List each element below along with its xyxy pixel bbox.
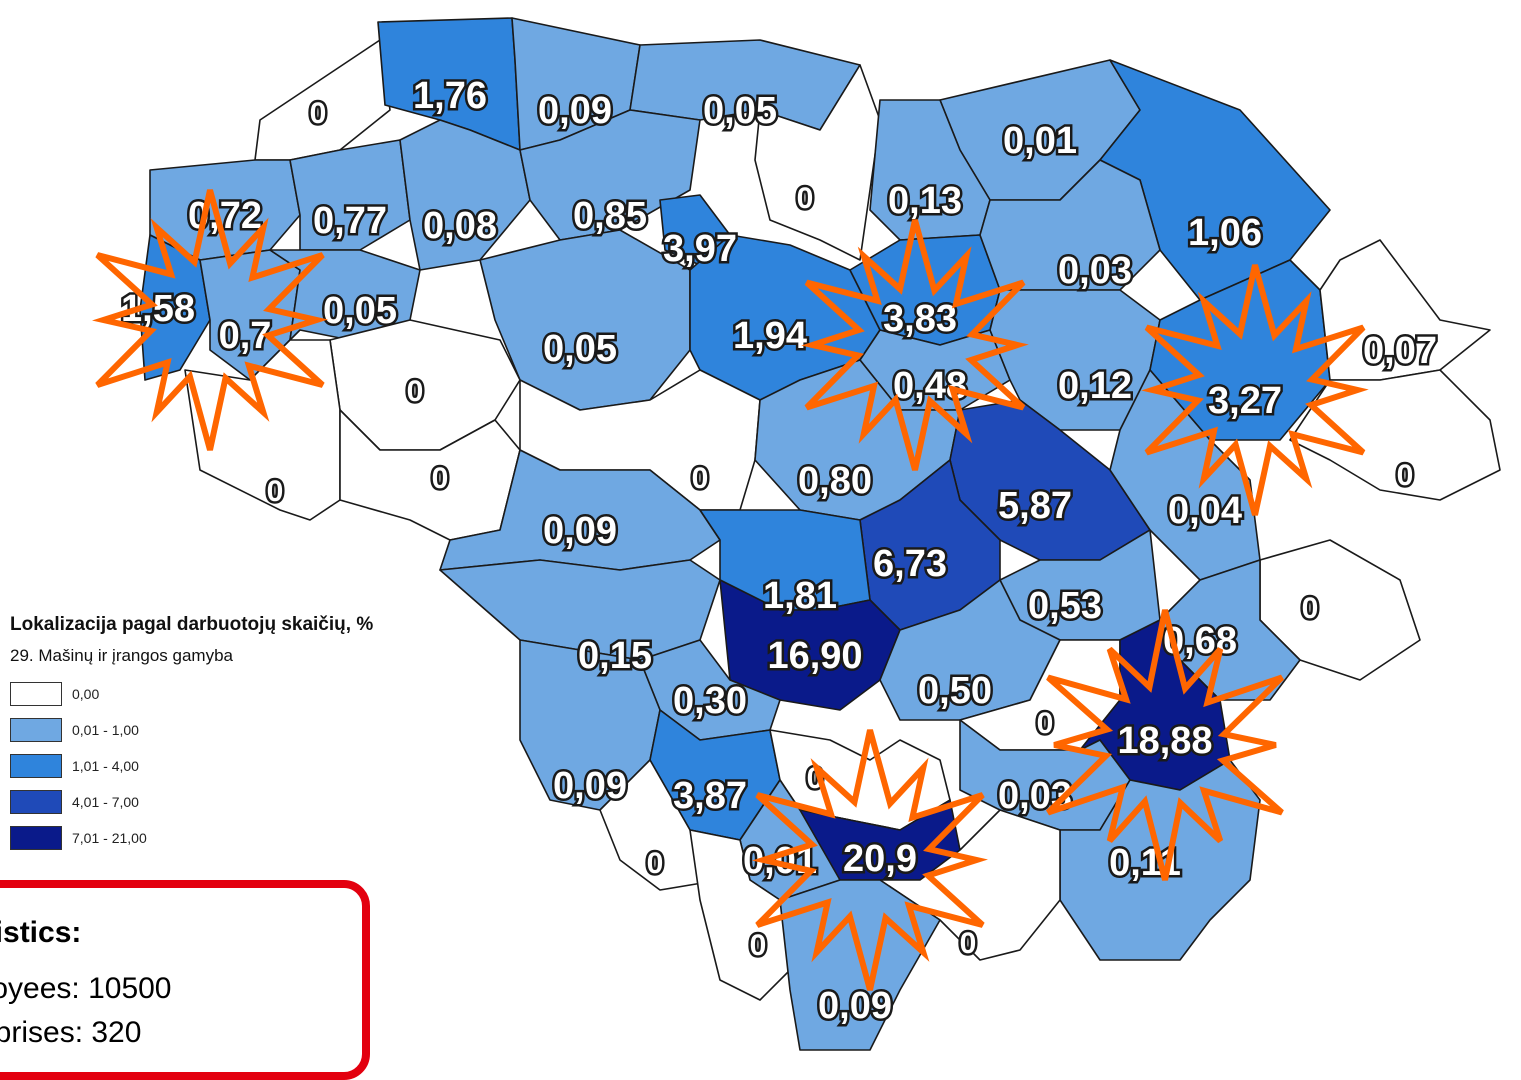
region-value-label: 0,77 [313,200,387,242]
region-value-label: 0 [750,929,767,962]
map-region-r10 [289,139,411,251]
region-value-label: 0 [310,97,327,130]
region-value-label: 3,97 [663,228,737,270]
region-value-label: 1,94 [733,315,807,357]
highlight-bursts [91,189,1369,991]
statistics-box: atistics: ployees: 10500 erprises: 320 [0,880,370,1080]
labels-layer: 0 1,76 0,09 0,05 0 0,01 0,13 1,06 0,72 0,77 0,08 0,… [119,73,1440,1030]
region-value-label: 0,80 [798,460,872,502]
region-value-label: 3,27 [1208,380,1282,422]
region-value-label: 3,83 [883,298,957,340]
region-value-label: 0,15 [578,635,652,677]
legend-label: 4,01 - 7,00 [72,794,139,810]
region-value-label: 1,76 [413,75,487,117]
legend-label: 0,00 [72,686,100,702]
region-value-label: 1,06 [1188,212,1262,254]
region-value-label: 0,01 [1003,120,1077,162]
region-value-label: 0,53 [1028,585,1102,627]
region-value-label: 0 [267,475,284,508]
region-value-label: 0 [1037,707,1054,740]
legend-swatch [10,682,62,706]
region-value-label: 0,09 [553,765,627,807]
region-value-label: 0,12 [1058,365,1132,407]
lithuania-map: 0 1,76 0,09 0,05 0 0,01 0,13 1,06 0,72 0,77 0,08 0,… [91,17,1501,1051]
map-region-r17 [479,229,691,411]
region-value-label: 1,81 [763,575,837,617]
highlight-burst-icon [1046,609,1284,881]
region-value-label: 0 [647,847,664,880]
legend-label: 7,01 - 21,00 [72,830,147,846]
legend-swatch [10,826,62,850]
region-value-label: 3,87 [673,775,747,817]
legend-title: Lokalizacija pagal darbuotojų skaičių, % [10,614,374,635]
region-value-label: 0,05 [703,90,777,132]
statistics-enterprises: erprises: 320 [0,1016,142,1049]
region-value-label: 0,72 [188,195,262,237]
region-value-label: 0,09 [818,985,892,1027]
region-value-label: 0,05 [543,328,617,370]
legend-swatch [10,790,62,814]
map-legend: Lokalizacija pagal darbuotojų skaičių, %… [10,614,374,856]
legend-label: 0,01 - 1,00 [72,722,139,738]
map-region-r33 [439,449,721,571]
legend-item-class-0: 0,00 [10,676,370,712]
region-value-label: 0,85 [573,195,647,237]
legend-item-class-1: 0,01 - 1,00 [10,712,370,748]
map-region-r55 [779,879,941,1051]
region-value-label: 0,7 [219,315,272,357]
region-value-label: 20,9 [843,838,917,880]
region-value-label: 0,03 [1058,250,1132,292]
map-region-r05 [754,64,881,261]
legend-item-class-2: 1,01 - 4,00 [10,748,370,784]
region-value-label: 18,88 [1117,720,1212,762]
region-value-label: 16,90 [767,635,862,677]
region-value-label: 0,03 [998,775,1072,817]
map-region-r32 [1109,369,1261,581]
region-value-label: 0 [692,462,709,495]
region-value-label: 0,07 [1363,330,1437,372]
region-value-label: 0,09 [538,90,612,132]
region-value-label: 0,09 [543,510,617,552]
legend-items: 0,00 0,01 - 1,00 1,01 - 4,00 4,01 - 7,00… [10,676,370,856]
region-value-label: 0 [797,182,814,215]
region-value-label: 0 [1302,592,1319,625]
legend-item-class-3: 4,01 - 7,00 [10,784,370,820]
legend-swatch [10,754,62,778]
region-value-label: 5,87 [998,485,1072,527]
map-region-r54 [879,809,1061,961]
highlight-burst-icon [751,729,989,991]
legend-swatch [10,718,62,742]
region-value-label: 0 [1397,459,1414,492]
region-value-label: 0 [960,927,977,960]
region-value-label: 0,13 [888,180,962,222]
map-region-r42 [879,579,1061,721]
region-value-label: 0,05 [323,290,397,332]
statistics-heading: atistics: [0,916,82,949]
region-value-label: 0,50 [918,670,992,712]
legend-label: 1,01 - 4,00 [72,758,139,774]
region-value-label: 0,04 [1168,490,1242,532]
region-value-label: 0,30 [673,680,747,722]
legend-item-class-4: 7,01 - 21,00 [10,820,370,856]
region-value-label: 6,73 [873,543,947,585]
legend-subtitle: 29. Mašinų ir įrangos gamyba [10,646,234,665]
highlight-burst-icon [1141,264,1369,516]
statistics-employees: ployees: 10500 [0,972,172,1005]
region-value-label: 0 [407,375,424,408]
region-value-label: 0 [432,462,449,495]
highlight-burst-icon [801,219,1029,471]
map-region-r25 [1289,369,1501,501]
highlight-burst-icon [91,189,329,451]
region-value-label: 0,08 [423,205,497,247]
map-region-r12 [519,109,701,241]
